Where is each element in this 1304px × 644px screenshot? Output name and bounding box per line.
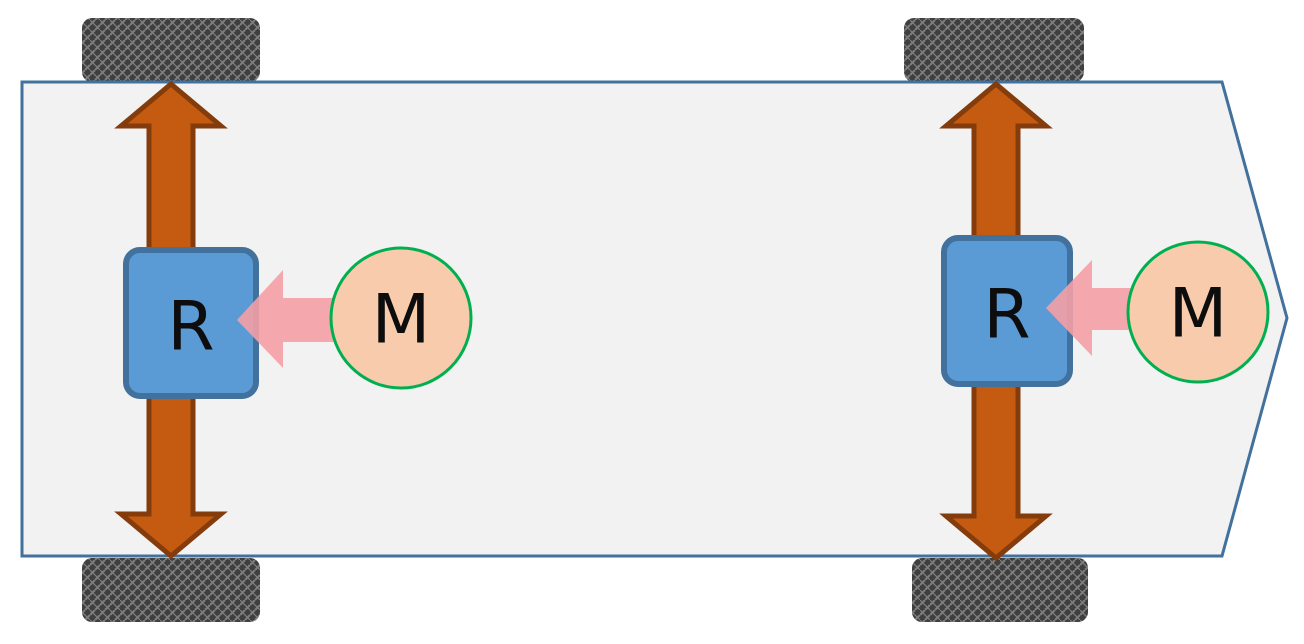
front-unit-box [944, 238, 1070, 384]
wheel-front-top [904, 18, 1084, 82]
wheel-front-bottom [912, 558, 1088, 622]
rear-unit-box-label: R [167, 288, 214, 367]
vehicle-chassis [22, 82, 1287, 556]
rear-unit-box [126, 250, 256, 396]
wheel-rear-bottom [82, 558, 260, 622]
wheel-rear-top [82, 18, 260, 82]
front-drive-arrow [1046, 260, 1140, 356]
rear-motor [331, 248, 471, 388]
rear-motor-label: M [372, 281, 431, 360]
front-motor-label: M [1169, 275, 1228, 354]
front-motor [1128, 242, 1268, 382]
front-unit-box-label: R [983, 276, 1030, 355]
rear-drive-arrow [237, 270, 340, 368]
